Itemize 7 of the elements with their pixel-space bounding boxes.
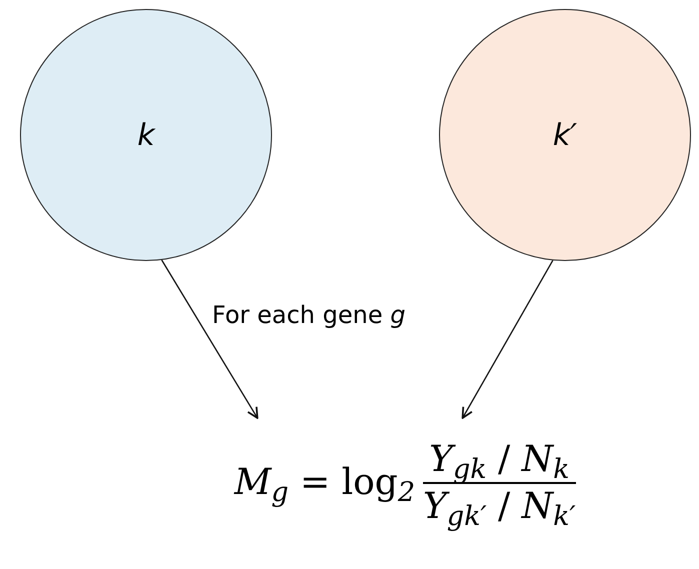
circle-label: k bbox=[137, 116, 155, 154]
arrow bbox=[161, 260, 258, 419]
fraction-denominator: Y$_{gk′}$ / N$_{k′}$ bbox=[423, 485, 576, 529]
arrow bbox=[462, 260, 554, 419]
annotation-text: For each gene g bbox=[212, 300, 406, 331]
circle-label: k′ bbox=[552, 116, 578, 154]
formula-left-side: M$_{g}$ = log$_{2}$ bbox=[234, 461, 416, 510]
